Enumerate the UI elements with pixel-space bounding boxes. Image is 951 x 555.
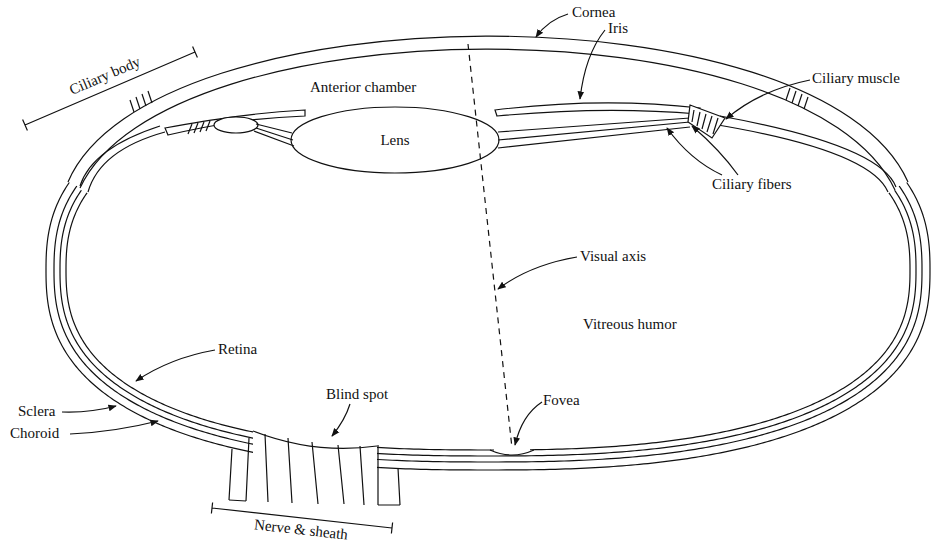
part-label: Vitreous humor (583, 316, 677, 333)
limbus-hatching (786, 88, 808, 109)
leader-line (667, 128, 722, 175)
ciliary-fibers-right (498, 118, 690, 148)
leader-line (536, 14, 568, 37)
part-label: Anterior chamber (310, 79, 416, 96)
leader-line (515, 402, 542, 445)
iris-right (495, 103, 700, 116)
ciliary-hatching (188, 121, 210, 134)
leader-line (70, 421, 158, 434)
part-label: Sclera (18, 403, 55, 420)
leader-line (62, 406, 116, 412)
ciliary-muscle (688, 105, 725, 138)
part-label: Iris (608, 20, 628, 37)
ciliary-fibers-left (254, 124, 294, 146)
lens-ellipse (291, 107, 499, 173)
part-label: Ciliary muscle (812, 70, 900, 87)
part-label: Retina (218, 341, 257, 358)
leader-line (136, 350, 215, 381)
leader-line (498, 257, 577, 289)
leader-line (332, 404, 350, 436)
part-label: Visual axis (580, 248, 646, 265)
lens-shape: Lens (290, 106, 500, 174)
part-name: Lens (380, 132, 409, 149)
part-label: Blind spot (326, 386, 388, 403)
leader-line (580, 30, 605, 99)
leader-line (692, 126, 738, 175)
cornea-outer (68, 36, 908, 182)
sclera-outline (46, 183, 930, 470)
part-label: Ciliary fibers (712, 176, 792, 193)
part-label: Cornea (572, 4, 615, 21)
nerve-fibers (265, 434, 364, 505)
leader-line (726, 80, 810, 119)
muscle-hatching (692, 110, 718, 134)
blind-spot-pit (253, 431, 377, 448)
visual-axis-line (468, 44, 512, 448)
ciliary-body-left (80, 126, 160, 186)
ciliary-process (214, 117, 258, 133)
part-label: Nerve & sheath (253, 516, 348, 543)
ciliary-body-left (88, 132, 165, 192)
sclera-inner-outline (54, 186, 922, 462)
part-label: Ciliary body (66, 53, 142, 98)
ciliary-body-bracket (23, 47, 198, 131)
cornea-inner (80, 49, 895, 190)
fovea-pit (490, 450, 534, 455)
part-label: Fovea (543, 392, 580, 409)
nerve-ends (229, 500, 400, 505)
part-label: Choroid (10, 425, 59, 442)
limbus-hatching (130, 91, 152, 112)
fovea-gap (494, 449, 530, 452)
